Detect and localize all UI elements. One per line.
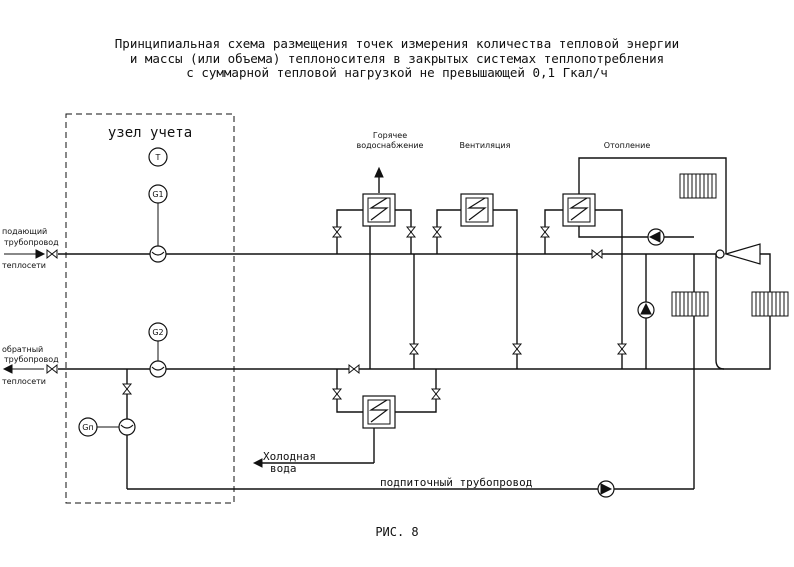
heating-valve-down <box>617 343 627 355</box>
supply-inlet-valve <box>46 249 58 259</box>
junction-node <box>715 249 725 259</box>
g2-calculator <box>148 322 168 342</box>
metering-node-label: узел учета <box>108 125 192 141</box>
heat-upper-right <box>595 209 623 369</box>
heating-pump-2-arrow <box>640 302 652 315</box>
heating-label: Отопление <box>604 141 651 150</box>
title-line-1: Принципиальная схема размещения точек из… <box>115 36 679 51</box>
vent-valve <box>432 226 442 238</box>
hws-upper-left <box>336 209 363 254</box>
g1-flowmeter <box>149 245 167 263</box>
hot-water-label-1: Горячее <box>373 131 407 140</box>
hws-lower-valve-left <box>332 388 342 400</box>
return-label-3: теплосети <box>2 377 46 386</box>
cold-water-label-2: вода <box>270 462 297 475</box>
hws-valve-left <box>332 226 342 238</box>
makeup-pump-arrow <box>600 483 613 495</box>
hws-lower-valve-right <box>431 388 441 400</box>
makeup-valve <box>122 383 132 395</box>
hws-upper-right <box>395 209 412 254</box>
heating-pump-arrow <box>648 231 661 243</box>
heat-upper-left <box>544 209 563 254</box>
cold-water-arrow <box>252 458 263 468</box>
return-inlet-valve <box>46 364 58 374</box>
ventilation-label: Вентиляция <box>460 141 511 150</box>
g2-flowmeter <box>149 360 167 378</box>
hot-water-label-2: водоснабжение <box>357 141 424 150</box>
hws-valve-down <box>409 343 419 355</box>
heating-top-loop <box>578 157 727 254</box>
vent-upper-left <box>436 209 461 254</box>
gp-label: Gп <box>82 423 93 432</box>
hot-water-arrow <box>374 166 384 178</box>
hws-heat-exchanger-top <box>362 193 396 227</box>
hws-lower-left <box>336 369 363 413</box>
supply-arrow-head <box>35 249 46 259</box>
hws-heat-exchanger-bottom <box>362 395 396 429</box>
gp-calculator <box>78 417 98 437</box>
vent-heat-exchanger <box>460 193 494 227</box>
supply-label-2: трубопровод <box>4 238 59 247</box>
radiator-1 <box>679 173 717 199</box>
cold-water-label-1: Холодная <box>263 450 316 463</box>
return-arrow-head <box>2 364 13 374</box>
g1-calculator <box>148 184 168 204</box>
heating-pump-line <box>578 226 648 238</box>
temperature-label: T <box>155 153 161 162</box>
heating-valve <box>540 226 550 238</box>
supply-label-1: подающий <box>2 227 47 236</box>
hws-return-valve <box>348 364 360 374</box>
supply-label-3: теплосети <box>2 261 46 270</box>
g1-label: G1 <box>152 190 163 199</box>
makeup-label: подпиточный трубопровод <box>380 476 533 489</box>
figure-caption: РИС. 8 <box>375 525 418 539</box>
radiator-3 <box>751 291 789 317</box>
return-label-2: трубопровод <box>4 355 59 364</box>
jet-pump-elevator <box>723 243 761 265</box>
title-line-2: и массы (или объема) теплоносителя в зак… <box>130 51 664 66</box>
title-line-3: с суммарной тепловой нагрузкой не превыш… <box>186 65 607 80</box>
radiator-2 <box>671 291 709 317</box>
vent-upper-right <box>493 209 518 369</box>
supply-valve-heating <box>591 249 603 259</box>
heating-riser-2 <box>715 254 725 370</box>
gp-flowmeter <box>118 418 136 436</box>
metering-node-box <box>65 113 235 504</box>
g2-label: G2 <box>152 328 163 337</box>
return-label-1: обратный <box>2 345 43 354</box>
vent-valve-down <box>512 343 522 355</box>
heating-heat-exchanger <box>562 193 596 227</box>
hws-lower-right <box>395 369 437 413</box>
temperature-sensor <box>148 147 168 167</box>
hws-valve-right <box>406 226 416 238</box>
